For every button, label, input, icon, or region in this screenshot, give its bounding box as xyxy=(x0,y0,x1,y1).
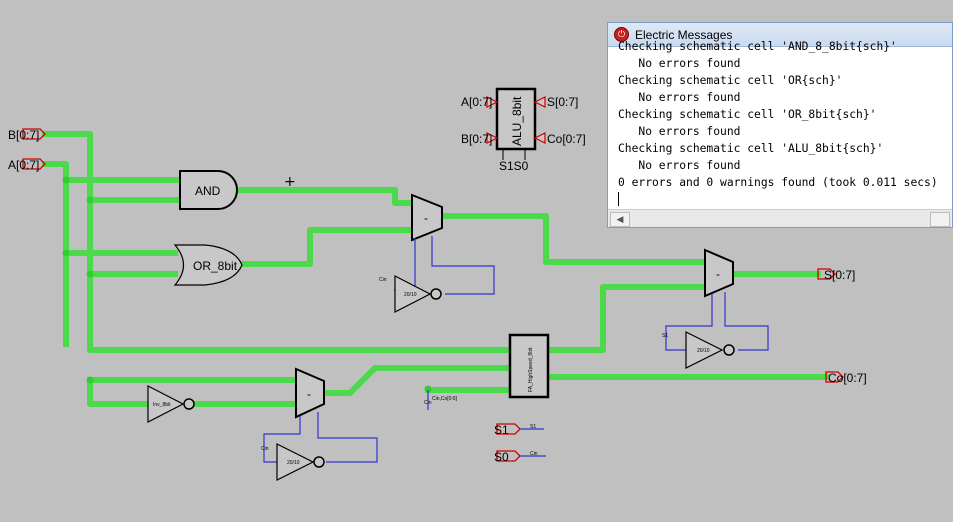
message-line: No errors found xyxy=(618,57,741,70)
a-input-label: A[0:7] xyxy=(8,158,39,172)
messages-body: Checking schematic cell 'AND_8_8bit{sch}… xyxy=(608,40,952,210)
full-adder-label: FA_HighSpeed_8bit xyxy=(528,347,534,392)
and-gate[interactable]: AND xyxy=(179,170,238,210)
message-line: No errors found xyxy=(618,159,741,172)
cin-co-label: Cin,Co[0:6] xyxy=(432,396,458,402)
or-gate[interactable]: OR_8bit xyxy=(173,244,243,286)
inverter-3-s1: S1 xyxy=(662,333,668,339)
message-line: No errors found xyxy=(618,91,741,104)
message-line: Checking schematic cell 'ALU_8bit{sch}' xyxy=(618,142,884,155)
co-output-label: Co[0:7] xyxy=(828,371,867,385)
messages-window[interactable]: ⏻ Electric Messages Checking schematic c… xyxy=(607,22,953,228)
messages-title: Electric Messages xyxy=(635,27,733,42)
s1-input-label: S1 xyxy=(494,423,509,437)
messages-titlebar[interactable]: ⏻ Electric Messages xyxy=(608,23,952,47)
inverter-1-size: 20/10 xyxy=(404,292,417,298)
scroll-left-icon[interactable]: ◀ xyxy=(610,212,630,227)
b-input-port[interactable]: B[0:7] xyxy=(8,128,46,142)
inverter-3-size: 20/10 xyxy=(697,348,710,354)
full-adder[interactable]: FA_HighSpeed_8bit xyxy=(508,333,550,399)
junction-dots xyxy=(62,176,432,393)
inverter-2[interactable]: 20/10 Cin xyxy=(261,443,325,481)
b-input-label: B[0:7] xyxy=(8,128,39,142)
cin-wire-label: Cin xyxy=(530,451,538,457)
alu-icon-name: ALU_8bit xyxy=(510,96,524,146)
s1-wire-label: S1 xyxy=(530,424,536,430)
alu-pin-s: S[0:7] xyxy=(547,95,578,109)
horizontal-scrollbar[interactable]: ◀ xyxy=(608,209,952,227)
mux-3[interactable]: - xyxy=(665,248,769,351)
mux-1[interactable]: - xyxy=(394,193,495,295)
app-icon: ⏻ xyxy=(614,27,629,42)
alu-icon[interactable]: ALU_8bit A[0:7] B[0:7] S[0:7] Co[0:7] S1… xyxy=(461,87,586,173)
inverter-2-size: 20/10 xyxy=(287,460,300,466)
cin-label: Cin xyxy=(424,400,432,406)
message-line: 0 errors and 0 warnings found (took 0.01… xyxy=(618,176,938,189)
scroll-right-button[interactable] xyxy=(930,212,950,227)
message-line: Checking schematic cell 'AND_8_8bit{sch}… xyxy=(618,40,897,53)
alu-pin-s1s0: S1S0 xyxy=(499,159,529,173)
message-line: Checking schematic cell 'OR_8bit{sch}' xyxy=(618,108,877,121)
and-gate-label: AND xyxy=(195,184,221,198)
inverter-3[interactable]: 20/10 S1 xyxy=(662,331,735,369)
s1-input-port[interactable]: S1 S1 xyxy=(494,423,544,437)
alu-pin-a: A[0:7] xyxy=(461,95,492,109)
s0-input-port[interactable]: S0 Cin xyxy=(494,450,546,464)
or-gate-label: OR_8bit xyxy=(193,259,238,273)
crosshair-cursor: + xyxy=(284,174,296,190)
text-cursor xyxy=(618,192,619,206)
inverter-2-cin: Cin xyxy=(261,446,269,452)
inverter-8bit-label: Inv_8bit xyxy=(153,402,171,408)
co-output-port[interactable]: Co[0:7] xyxy=(825,371,867,385)
a-input-port[interactable]: A[0:7] xyxy=(8,158,46,172)
inverter-8bit[interactable]: Inv_8bit xyxy=(147,385,195,423)
message-line: No errors found xyxy=(618,125,741,138)
s-output-port[interactable]: S[0:7] xyxy=(817,268,855,282)
mux-3-label: - xyxy=(716,267,720,281)
inverter-1[interactable]: 20/10 Cin xyxy=(379,275,442,313)
s0-input-label: S0 xyxy=(494,450,509,464)
mux-2[interactable]: - xyxy=(263,367,378,463)
mux-2-label: - xyxy=(307,387,311,401)
message-line: Checking schematic cell 'OR{sch}' xyxy=(618,74,843,87)
alu-pin-b: B[0:7] xyxy=(461,132,492,146)
alu-pin-co: Co[0:7] xyxy=(547,132,586,146)
inverter-1-cin: Cin xyxy=(379,277,387,283)
wires xyxy=(42,131,829,407)
s-output-label: S[0:7] xyxy=(824,268,855,282)
mux-1-label: - xyxy=(424,211,428,225)
